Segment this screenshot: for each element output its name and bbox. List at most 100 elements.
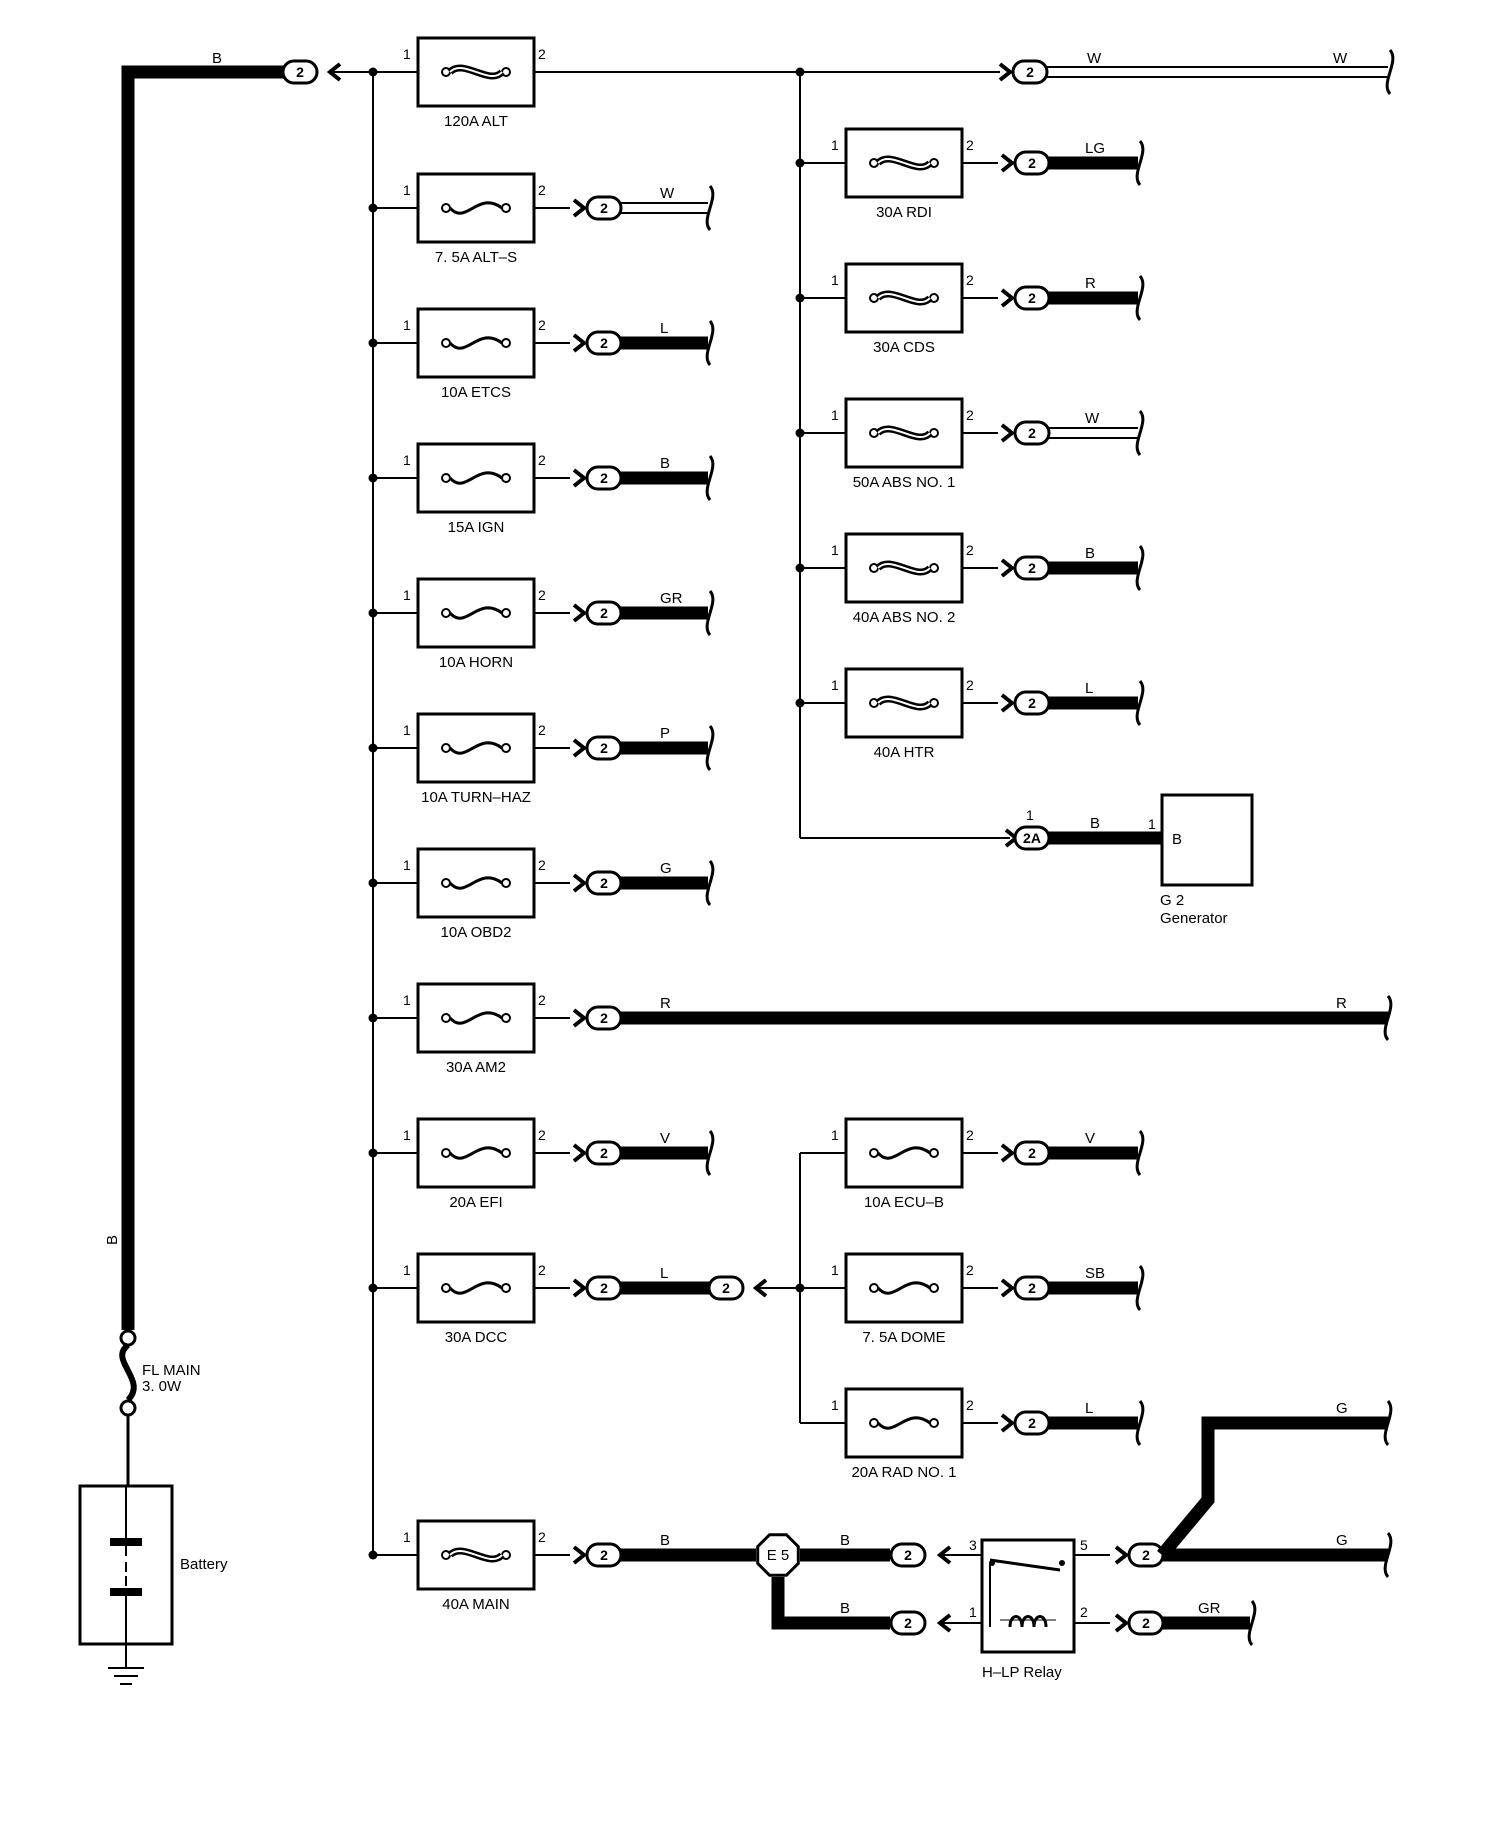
generator-connector: 2A (1013, 825, 1051, 851)
wire-label: W (1085, 410, 1100, 427)
fuse-40a-main: 1 2 40A MAIN (368, 1519, 546, 1613)
fuse-pin-in: 1 (831, 407, 839, 423)
wire-label-vertical-b: B (104, 1235, 121, 1245)
wire-label: GR (660, 590, 683, 607)
fuse-pin-in: 1 (831, 677, 839, 693)
fuse-pin-out: 2 (538, 317, 546, 333)
fuse-pin-in: 1 (403, 1262, 411, 1278)
relay-name: H–LP Relay (982, 1664, 1062, 1681)
relay-coil-connector-num: 2 (904, 1615, 912, 1631)
main-wire-label: B (660, 1532, 670, 1549)
fuse-connector-num: 2 (600, 605, 608, 621)
fuse-pin-out: 2 (966, 272, 974, 288)
fuse-connector: 2 (585, 1005, 623, 1031)
fuse-label: 10A TURN–HAZ (421, 789, 531, 806)
wire-label: L (660, 320, 668, 337)
fuse-label: 30A AM2 (446, 1059, 506, 1076)
wire-label-w: W (1087, 50, 1102, 67)
fuse-pin-in: 1 (403, 317, 411, 333)
wire-label: LG (1085, 140, 1105, 157)
fuse-connector: 2 (1013, 150, 1051, 176)
fuse-label: 20A RAD NO. 1 (851, 1464, 956, 1481)
fuse-label: 40A MAIN (442, 1596, 510, 1613)
relay-coil-connector: 2 (889, 1610, 927, 1636)
fl-main-rating: 3. 0W (142, 1378, 182, 1395)
fuse-connector-num: 2 (600, 1145, 608, 1161)
relay-pin-2: 2 (1080, 1604, 1088, 1620)
battery: Battery (78, 1484, 228, 1646)
fuse-pin-in: 1 (403, 722, 411, 738)
fuse-pin-out: 2 (538, 1529, 546, 1545)
wire-label: L (660, 1265, 668, 1282)
fuse-connector: 2 (1013, 285, 1051, 311)
generator-name: Generator (1160, 910, 1228, 927)
fuse-label: 20A EFI (449, 1194, 502, 1211)
fuse-pin-in: 1 (831, 1397, 839, 1413)
fuse-pin-in: 1 (403, 992, 411, 1008)
relay-gr-connector: 2 (1127, 1610, 1165, 1636)
fuse-label: 15A IGN (448, 519, 505, 536)
fuse-pin-out: 2 (966, 677, 974, 693)
wire-label: V (1085, 1130, 1095, 1147)
fuse-pin-out: 2 (538, 1127, 546, 1143)
fuse-connector: 2 (1013, 555, 1051, 581)
fuse-connector-num: 2 (600, 200, 608, 216)
main-connector-num: 2 (600, 1547, 608, 1563)
generator-pin: 1 (1148, 816, 1156, 832)
fuse-pin-in: 1 (403, 452, 411, 468)
hlp-relay: 3 5 1 2 H–LP Relay (969, 1537, 1088, 1681)
fl-main-fusible-link: FL MAIN 3. 0W (119, 1329, 201, 1417)
fuse-pin-out: 2 (538, 46, 546, 62)
fuse-connector: 2 (1013, 420, 1051, 446)
fuse-label: 10A OBD2 (441, 924, 512, 941)
wire-label: W (660, 185, 675, 202)
fuse-connector: 2 (585, 1140, 623, 1166)
wire-label: B (1085, 545, 1095, 562)
g-upper-wire-label: G (1336, 1400, 1348, 1417)
relay-gr-wire-label: GR (1198, 1600, 1221, 1617)
fuse-label: 7. 5A DOME (862, 1329, 945, 1346)
alt-w-connector: 2 (1011, 59, 1049, 85)
wire-label-w-end: W (1333, 50, 1348, 67)
feed-connector: 2 (281, 59, 319, 85)
fuse-pin-in: 1 (403, 1529, 411, 1545)
fuse-pin-out: 2 (538, 182, 546, 198)
junction-e5-label: E 5 (767, 1547, 790, 1564)
fuse-connector: 2 (1013, 1410, 1051, 1436)
fuse-label: 7. 5A ALT–S (435, 249, 517, 266)
wire-label: R (1085, 275, 1096, 292)
fuse-connector: 2 (585, 600, 623, 626)
wire-label: SB (1085, 1265, 1105, 1282)
fuse-connector: 2 (585, 735, 623, 761)
fuse-pin-out: 2 (966, 542, 974, 558)
wire-label: L (1085, 680, 1093, 697)
fuse-pin-in: 1 (831, 1262, 839, 1278)
fuse-pin-out: 2 (966, 137, 974, 153)
wire-label: R (660, 995, 671, 1012)
fuse-pin-out: 2 (966, 407, 974, 423)
wire-label-end: R (1336, 995, 1347, 1012)
wire-label-top-b: B (212, 50, 222, 67)
junction-e5: E 5 (756, 1533, 800, 1577)
fuse-pin-out: 2 (966, 1127, 974, 1143)
relay-out-connector-num: 2 (1142, 1547, 1150, 1563)
fuse-pin-out: 2 (538, 992, 546, 1008)
fuse-label: 30A DCC (445, 1329, 508, 1346)
fuse-connector-num: 2 (600, 335, 608, 351)
fuse-pin-in: 1 (831, 272, 839, 288)
fuse-connector: 2 (1013, 690, 1051, 716)
fl-main-label: FL MAIN (142, 1362, 201, 1379)
fuse-pin-out: 2 (538, 1262, 546, 1278)
relay-in-connector: 2 (889, 1542, 927, 1568)
relay-out-connector: 2 (1127, 1542, 1165, 1568)
fuse-connector-num: 2 (600, 1280, 608, 1296)
battery-feed: B B (104, 50, 285, 1330)
